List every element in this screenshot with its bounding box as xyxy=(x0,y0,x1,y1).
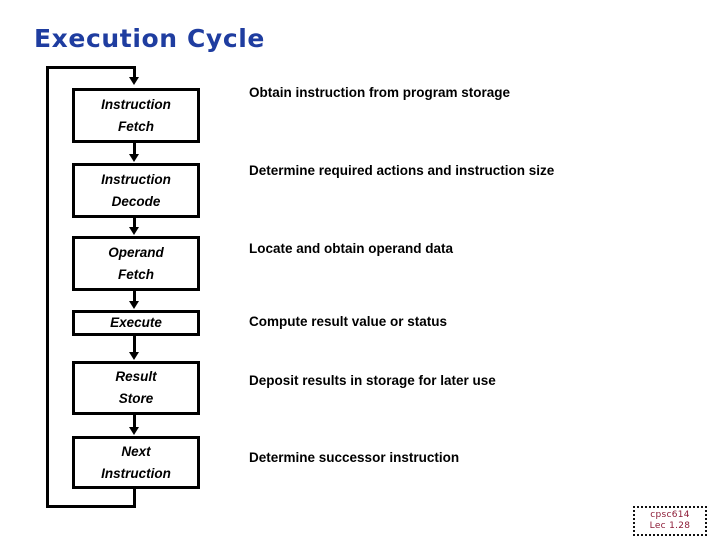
connector-line-2 xyxy=(133,291,136,303)
flow-box-next-instruction[interactable]: Next Instruction xyxy=(72,436,200,489)
loop-segment-down xyxy=(133,489,136,508)
connector-line-1 xyxy=(133,218,136,229)
connector-line-4 xyxy=(133,415,136,429)
step-description: Locate and obtain operand data xyxy=(249,241,454,256)
flow-box-execute[interactable]: Execute xyxy=(72,310,200,336)
page-title: Execution Cycle xyxy=(34,24,265,53)
flow-box-instruction-fetch[interactable]: Instruction Fetch xyxy=(72,88,200,143)
flow-box-label-line2: Instruction xyxy=(101,465,171,481)
flow-box-label-line1: Execute xyxy=(110,315,162,330)
step-description: Determine required actions and instructi… xyxy=(249,163,555,178)
connector-line-0 xyxy=(133,143,136,156)
flow-box-label-line1: Instruction xyxy=(101,171,171,187)
flow-box-instruction-decode[interactable]: Instruction Decode xyxy=(72,163,200,218)
loop-segment-left xyxy=(46,66,49,508)
step-description: Deposit results in storage for later use xyxy=(249,373,496,388)
execution-cycle-flowchart: Instruction Fetch Instruction Decode Ope… xyxy=(0,0,260,540)
flow-box-label-line1: Next xyxy=(121,443,151,459)
flow-box-label-line1: Instruction xyxy=(101,96,171,112)
lecture-number: Lec 1.28 xyxy=(649,521,691,531)
loop-arrowhead-icon xyxy=(129,77,139,85)
arrowhead-icon-3 xyxy=(129,352,139,360)
flow-box-label-line2: Decode xyxy=(111,193,161,209)
step-description: Determine successor instruction xyxy=(249,450,460,465)
arrowhead-icon-0 xyxy=(129,154,139,162)
arrowhead-icon-1 xyxy=(129,227,139,235)
loop-segment-bottom xyxy=(46,505,136,508)
flow-box-operand-fetch[interactable]: Operand Fetch xyxy=(72,236,200,291)
flow-box-label-line2: Store xyxy=(118,391,154,406)
flow-box-label-line2: Fetch xyxy=(117,266,154,282)
step-description-list: Obtain instruction from program storage … xyxy=(249,0,699,540)
step-description: Compute result value or status xyxy=(249,314,448,329)
step-description: Obtain instruction from program storage xyxy=(249,85,511,100)
course-lecture-badge: cpsc614 Lec 1.28 xyxy=(633,506,707,536)
arrowhead-icon-2 xyxy=(129,301,139,309)
course-code: cpsc614 xyxy=(650,510,690,520)
arrowhead-icon-4 xyxy=(129,427,139,435)
flow-box-result-store[interactable]: Result Store xyxy=(72,361,200,415)
loop-segment-entry xyxy=(133,66,136,79)
flow-box-label-line2: Fetch xyxy=(117,118,154,134)
connector-line-3 xyxy=(133,336,136,353)
flow-box-label-line1: Result xyxy=(115,369,157,384)
flow-box-label-line1: Operand xyxy=(108,244,164,260)
loop-segment-top xyxy=(46,66,136,69)
